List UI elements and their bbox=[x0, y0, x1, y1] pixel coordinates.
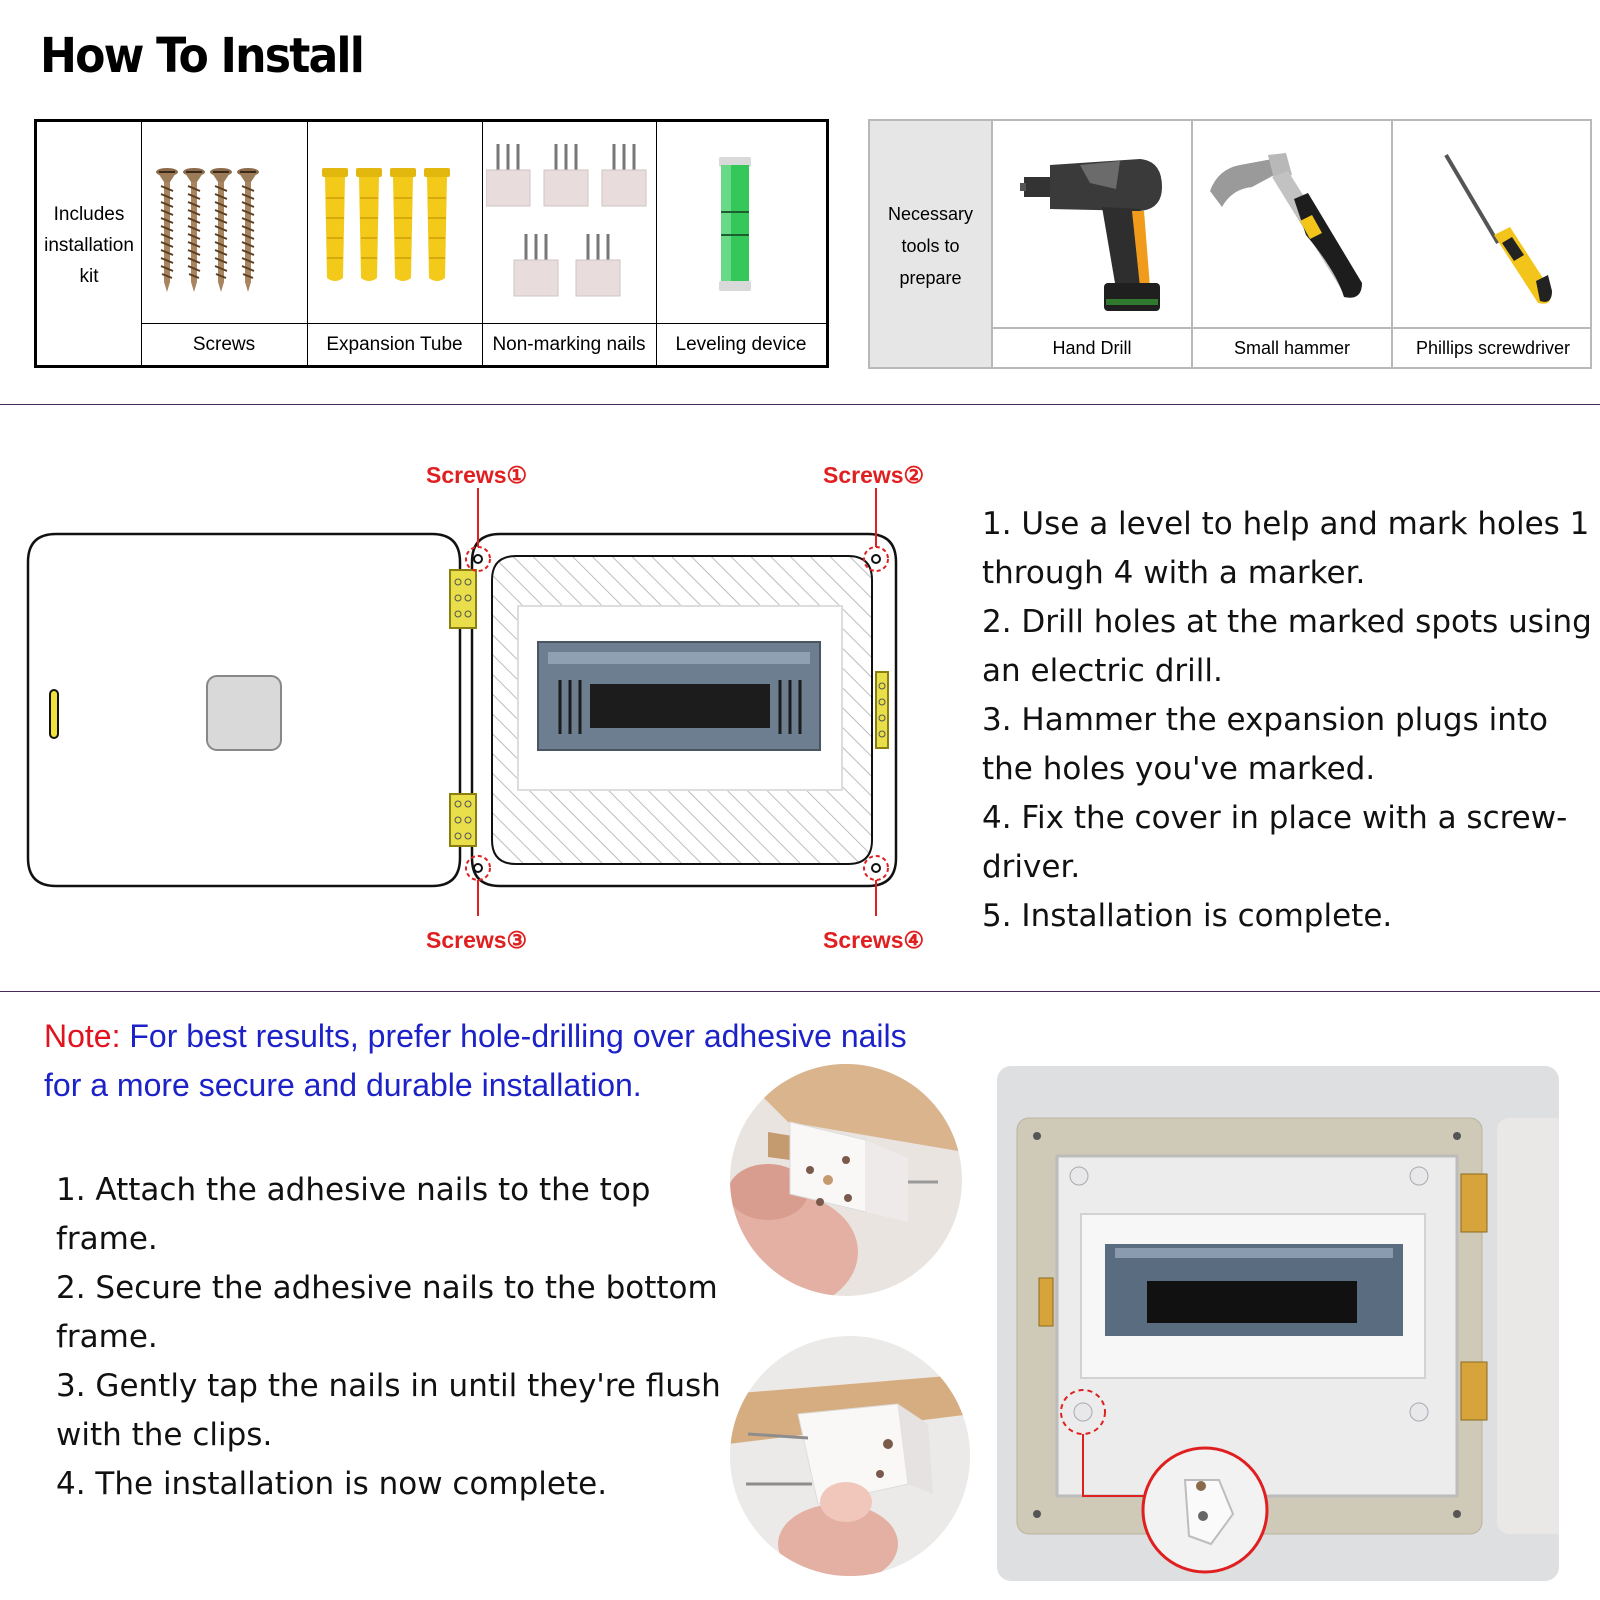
installation-kit-table: Includes installation kit Screws bbox=[34, 119, 829, 368]
non-marking-nail-icon bbox=[486, 144, 648, 298]
tools-caption-line: prepare bbox=[899, 268, 962, 288]
step-line: frame. bbox=[56, 1221, 158, 1257]
necessary-tools-table: Necessary tools to prepare Hand Drill Sm… bbox=[868, 119, 1592, 369]
tool-label-small-hammer: Small hammer bbox=[1233, 338, 1351, 358]
tools-caption-line: Necessary bbox=[887, 204, 974, 224]
kit-caption-line: installation bbox=[44, 235, 134, 256]
tools-caption: Necessary tools to prepare bbox=[870, 198, 991, 294]
step-line: 1. Attach the adhesive nails to the top bbox=[56, 1172, 651, 1208]
step-line: 2. Secure the adhesive nails to the bott… bbox=[56, 1270, 718, 1306]
note-text: Note: For best results, prefer hole-dril… bbox=[44, 1012, 984, 1110]
step-line: through 4 with a marker. bbox=[982, 555, 1366, 591]
kit-item-label-leveling-device: Leveling device bbox=[675, 334, 807, 355]
section-divider bbox=[0, 404, 1600, 405]
drill-install-steps: 1. Use a level to help and mark holes 1 … bbox=[982, 500, 1592, 941]
screw-icon bbox=[156, 167, 260, 293]
step-line: 5. Installation is complete. bbox=[982, 898, 1393, 934]
note-line-1-text: For best results, prefer hole-drilling o… bbox=[120, 1018, 907, 1054]
latch-plate bbox=[875, 671, 889, 749]
step-line: 2. Drill holes at the marked spots using bbox=[982, 604, 1592, 640]
tools-caption-line: tools to bbox=[901, 236, 960, 256]
cabinet-installation-diagram bbox=[26, 488, 898, 916]
step-line: with the clips. bbox=[56, 1417, 273, 1453]
kit-item-label-screws: Screws bbox=[192, 334, 256, 355]
screw-label-1: Screws① bbox=[426, 462, 528, 488]
step-line: 4. Fix the cover in place with a screw- bbox=[982, 800, 1568, 836]
tool-label-phillips-screwdriver: Phillips screwdriver bbox=[1415, 338, 1571, 358]
adhesive-nail-top-photo bbox=[730, 1064, 962, 1296]
hinge-top bbox=[449, 569, 477, 629]
note-line-2: for a more secure and durable installati… bbox=[44, 1067, 642, 1103]
tools-caption-cell bbox=[870, 121, 991, 367]
kit-caption: Includes installation kit bbox=[37, 199, 141, 292]
section-divider bbox=[0, 991, 1600, 992]
hand-drill-icon bbox=[1020, 159, 1162, 311]
page-title: How To Install bbox=[40, 28, 365, 84]
step-line: driver. bbox=[982, 849, 1081, 885]
step-line: 3. Gently tap the nails in until they're… bbox=[56, 1368, 721, 1404]
installed-cabinet-photo bbox=[997, 1066, 1559, 1581]
screwdriver-icon bbox=[1444, 153, 1552, 304]
hammer-icon bbox=[1210, 153, 1362, 298]
step-line: the holes you've marked. bbox=[982, 751, 1376, 787]
step-line: 1. Use a level to help and mark holes 1 bbox=[982, 506, 1590, 542]
expansion-tube-icon bbox=[322, 168, 451, 282]
door-handle bbox=[49, 689, 59, 739]
hinge-bottom bbox=[449, 793, 477, 847]
tool-label-hand-drill: Hand Drill bbox=[1052, 338, 1132, 358]
step-line: an electric drill. bbox=[982, 653, 1223, 689]
screw-label-4: Screws④ bbox=[823, 927, 925, 953]
kit-caption-line: Includes bbox=[53, 204, 125, 225]
adhesive-nail-bottom-photo bbox=[730, 1336, 970, 1576]
kit-caption-line: kit bbox=[79, 266, 99, 287]
note-line-1: Note: For best results, prefer hole-dril… bbox=[44, 1012, 984, 1061]
screw-label-3: Screws③ bbox=[426, 927, 528, 953]
step-line: frame. bbox=[56, 1319, 158, 1355]
screw-label-2: Screws② bbox=[823, 462, 925, 488]
spirit-level-icon bbox=[719, 157, 751, 291]
adhesive-install-steps: 1. Attach the adhesive nails to the top … bbox=[56, 1166, 721, 1509]
step-line: 4. The installation is now complete. bbox=[56, 1466, 608, 1502]
kit-item-label-expansion-tube: Expansion Tube bbox=[326, 334, 463, 355]
kit-item-label-non-marking-nails: Non-marking nails bbox=[492, 334, 646, 355]
step-line: 3. Hammer the expansion plugs into bbox=[982, 702, 1548, 738]
door-lock bbox=[206, 675, 282, 751]
note-key: Note: bbox=[44, 1018, 121, 1054]
